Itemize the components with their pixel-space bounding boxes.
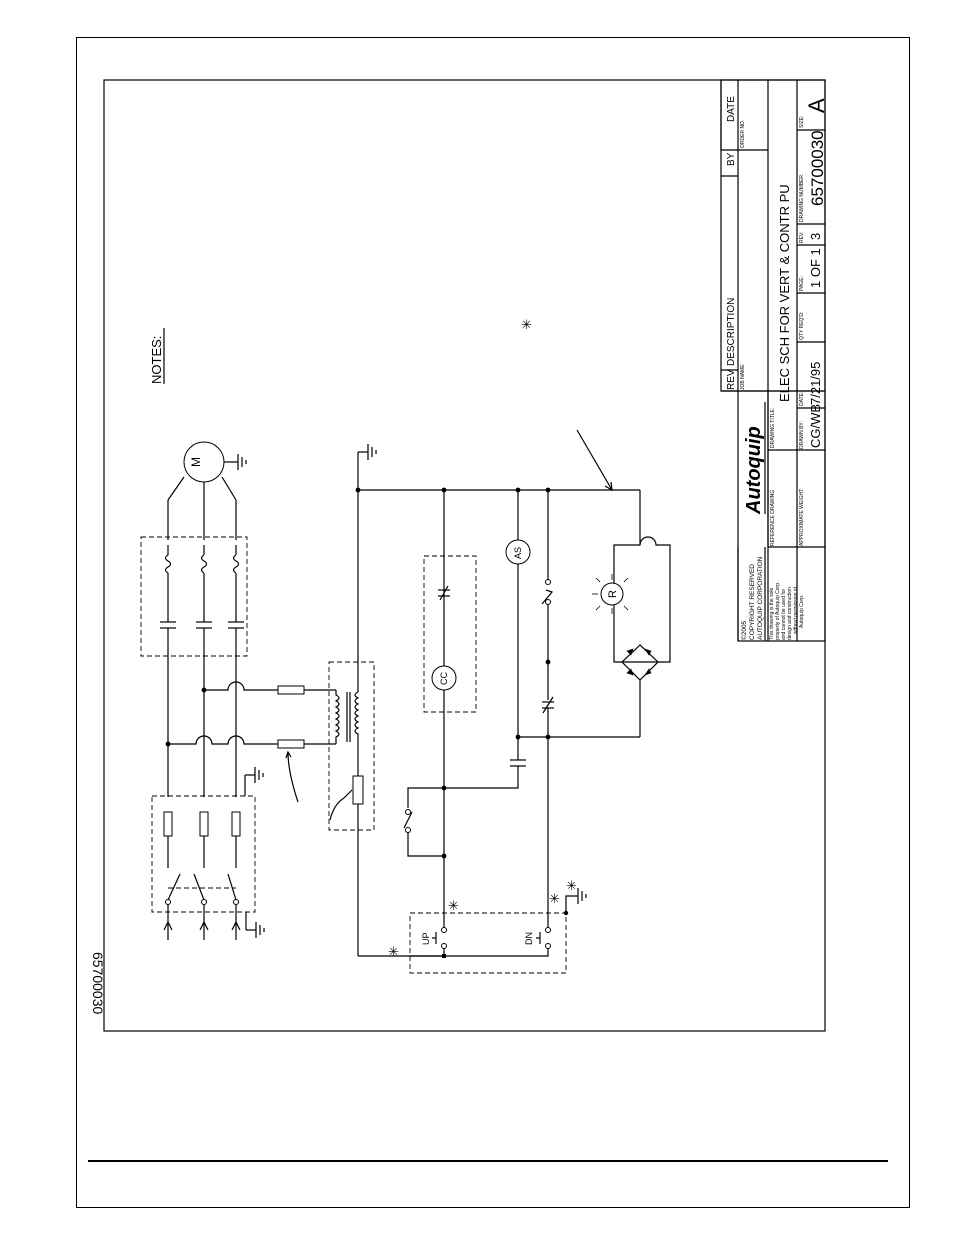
control-transformer [328, 444, 377, 956]
control-coil-symbol [431, 665, 457, 691]
approximate-weight-label: APPROXIMATE WEIGHT: [799, 488, 805, 546]
marker-dn: ✳ [549, 891, 560, 906]
rev-label: REV: [799, 232, 805, 243]
rev-value: 3 [808, 233, 823, 240]
svg-text:©2005: ©2005 [740, 620, 748, 640]
drawing-title-label: DRAWING TITLE: [770, 408, 776, 448]
qty-reqd-label: QTY REQ'D: [799, 312, 805, 340]
secondary-fuse [352, 775, 364, 805]
motor-circuit: M [140, 441, 265, 940]
size-value: A [804, 98, 829, 113]
by-header: BY [726, 152, 737, 166]
transformer-feed [165, 681, 336, 803]
order-no-label: ORDER NO. [740, 120, 746, 148]
page-frame [76, 37, 910, 1208]
page-label: PAGE: [799, 276, 805, 291]
date-header: DATE [726, 96, 737, 122]
drawn-by-label: DRAWN BY: [799, 421, 805, 449]
copyright-line-1: ©2005 [740, 620, 748, 640]
footer-rule [88, 1160, 888, 1162]
copyright-line-3: AUTOQUIP CORPORATION [757, 556, 764, 640]
marker-ground: ✳ [566, 878, 577, 893]
svg-text:AUTOQUIP CORPORATION: AUTOQUIP CORPORATION [757, 556, 764, 640]
company-logo: Autoquip [743, 426, 765, 515]
primary-fuse-2 [277, 739, 305, 749]
notes-asterisk: ✳ [521, 317, 532, 332]
motor-label: M [189, 457, 203, 467]
drawing-number: 65700030 [808, 130, 827, 206]
reference-drawing-label: REFERENCE DRAWING [770, 490, 776, 546]
size-label: SIZE: [799, 115, 805, 128]
drawing-number-label: DRAWING NUMBER: [799, 174, 805, 222]
alarm-symbol [505, 539, 531, 565]
marker-up: ✳ [448, 898, 459, 913]
proprietary-line-1: This drawing is the sole [769, 588, 775, 640]
relay-light-rays [592, 574, 629, 614]
disconnect-fuse-box [151, 795, 256, 913]
date-label: DATE: [799, 392, 805, 406]
page-value: 1 OF 1 [808, 248, 823, 288]
up-button-label: UP [421, 932, 431, 945]
motor-starter-box [140, 536, 248, 657]
relay-symbol [600, 582, 624, 606]
drawn-by: CG/WB [808, 404, 823, 448]
alarm-label: AS [513, 547, 523, 559]
proprietary-line-5: without permission of [793, 586, 799, 634]
control-coil-box [423, 555, 477, 713]
control-coil-label: CC [439, 672, 449, 685]
notes-heading: NOTES: [149, 336, 164, 384]
relay-label: R [607, 590, 619, 598]
svg-text:COPYRIGHT RESERVED: COPYRIGHT RESERVED [749, 564, 756, 640]
pendant-box [409, 912, 567, 974]
rev-header: REV [726, 369, 737, 390]
primary-fuse-1 [277, 685, 305, 695]
job-name-label: JOB NAME [740, 364, 746, 390]
down-button-label: DN [524, 932, 534, 945]
title-block: REV DESCRIPTION BY DATE JOB NAME ORDER N… [720, 79, 829, 642]
proprietary-line-3: and cannot be used for [781, 589, 787, 640]
date-value: 7/21/95 [808, 362, 823, 405]
overload-heaters [164, 545, 240, 590]
proprietary-line-4: design and construction [787, 587, 793, 640]
proprietary-line-6: Autoquip Corp. [799, 595, 805, 628]
drawing-title: ELEC SCH FOR VERT & CONTR PU [777, 184, 792, 402]
copyright-line-2: COPYRIGHT RESERVED [749, 564, 756, 640]
motor-contacts [160, 590, 244, 629]
control-circuit: CC AS R [355, 429, 671, 974]
bridge-rectifier [621, 644, 659, 737]
marker-left: ✳ [388, 944, 399, 959]
description-header: DESCRIPTION [726, 298, 737, 366]
drawing-ref-rotated: 65700030 [90, 952, 106, 1015]
proprietary-line-2: property of Autoquip Corp. [775, 582, 781, 640]
